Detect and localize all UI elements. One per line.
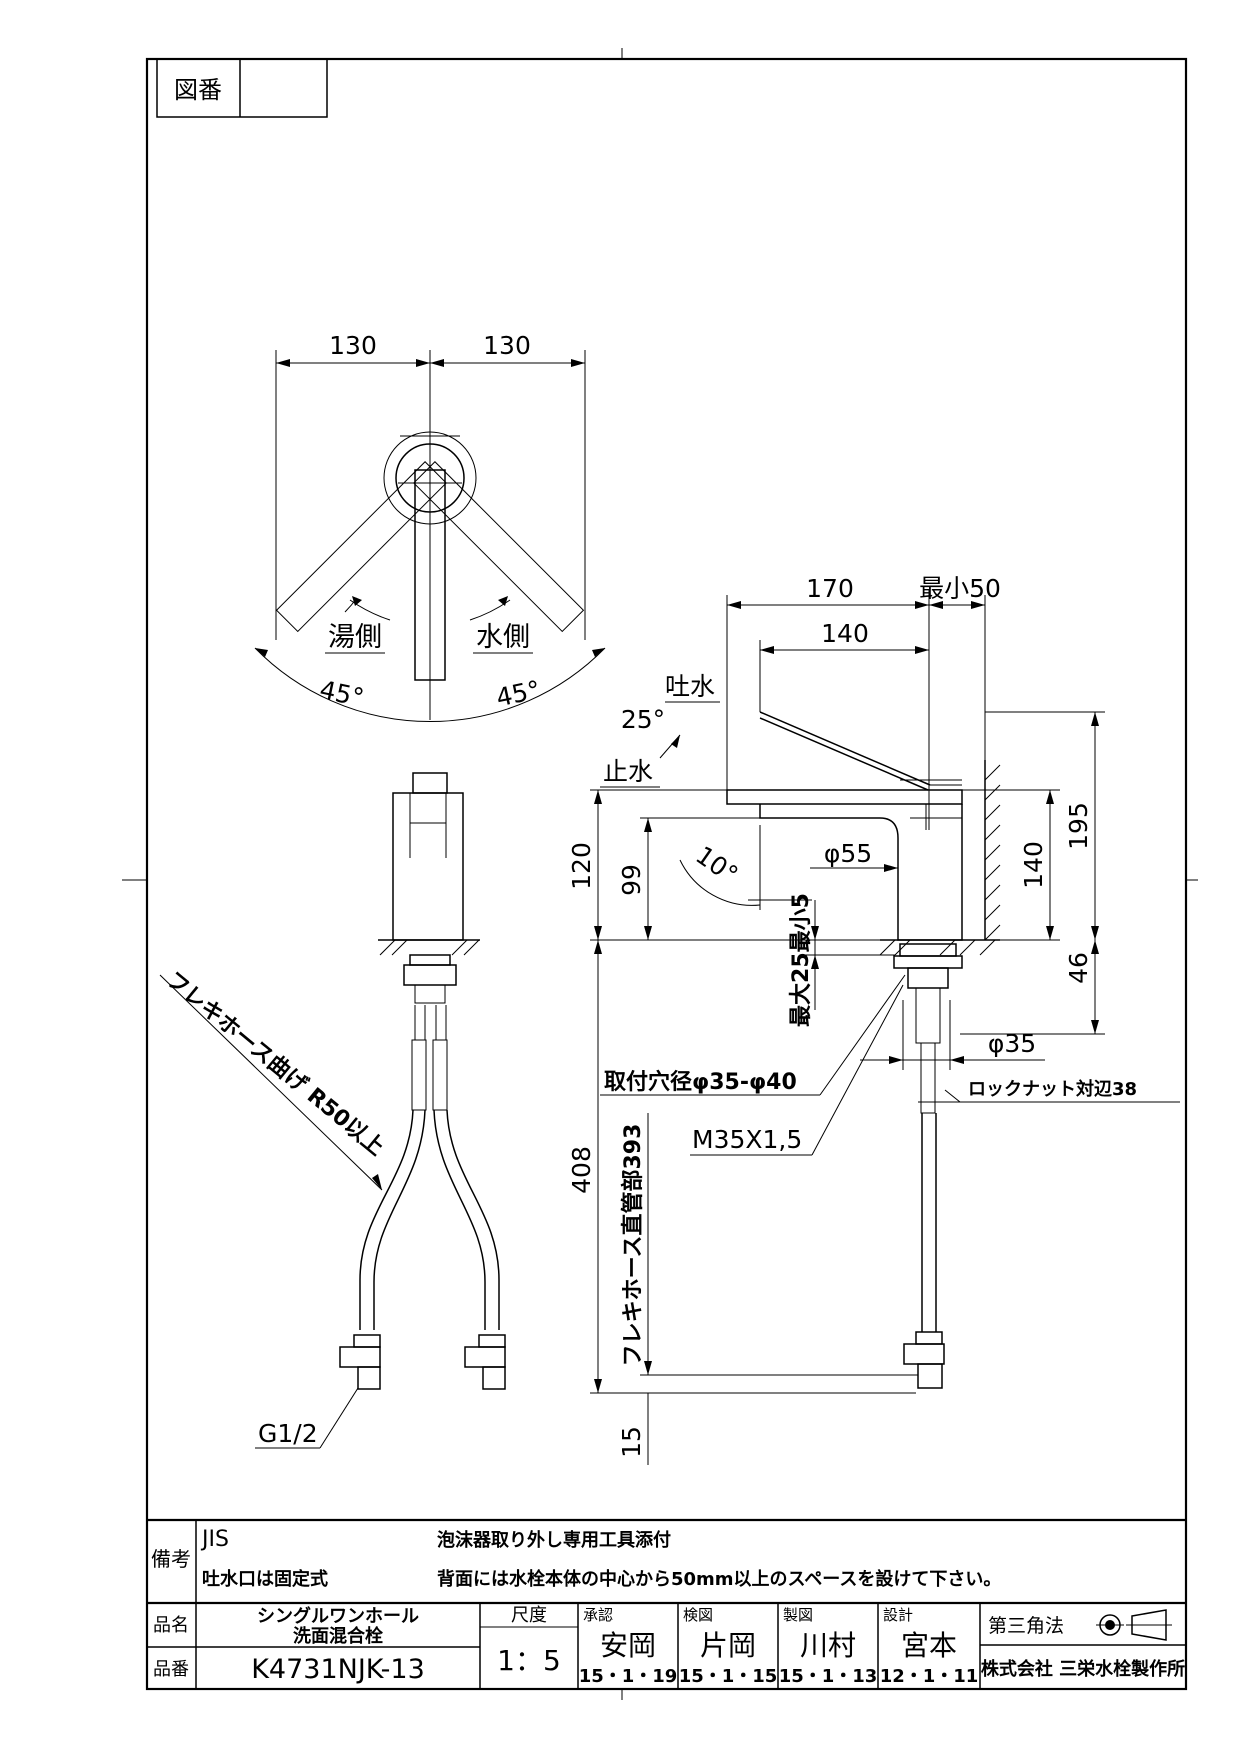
title-block: 品名 シングルワンホール 洗面混合栓 品番 K4731NJK-13 尺度 1：5… bbox=[147, 1601, 1186, 1689]
side-lever bbox=[759, 711, 931, 786]
drafter-name: 川村 bbox=[800, 1629, 856, 1662]
name-label: 品名 bbox=[153, 1615, 189, 1636]
part-number: K4731NJK-13 bbox=[251, 1654, 425, 1685]
front-view: フレキホース曲げ R50以上 G1/2 bbox=[159, 772, 506, 1449]
cold-side-label: 水側 bbox=[476, 622, 530, 653]
angle-right-label: 45° bbox=[494, 675, 543, 713]
design-label: 設計 bbox=[883, 1606, 913, 1624]
design-date: 12・1・11 bbox=[880, 1666, 979, 1687]
top-dim-right: 130 bbox=[483, 331, 531, 360]
locknut-label: ロックナット対辺38 bbox=[968, 1078, 1137, 1100]
valve-body-circle bbox=[395, 443, 465, 513]
dim-120: 120 bbox=[567, 842, 596, 890]
lever-center bbox=[414, 469, 446, 681]
inlet-thread-label: G1/2 bbox=[258, 1419, 318, 1448]
side-view: 170 最小50 140 吐水 25° 止水 10° φ55 120 bbox=[567, 574, 1180, 1465]
product-name-line1: シングルワンホール bbox=[257, 1605, 419, 1627]
mount-hole-label: 取付穴径φ35-φ40 bbox=[604, 1069, 797, 1095]
part-label: 品番 bbox=[153, 1659, 189, 1680]
angle-25-label: 25° bbox=[621, 705, 665, 734]
note-tool: 泡沫器取り外し専用工具添付 bbox=[437, 1529, 671, 1551]
approval-name: 安岡 bbox=[600, 1629, 656, 1662]
dim-195: 195 bbox=[1064, 802, 1093, 850]
max-counter-label: 最大25最小5 bbox=[789, 893, 814, 1027]
drawing-number-label: 図番 bbox=[174, 76, 222, 104]
notes-block: 備考 JIS 泡沫器取り外し専用工具添付 吐水口は固定式 背面には水栓本体の中心… bbox=[147, 1518, 1186, 1689]
angle-left-label: 45° bbox=[317, 675, 366, 713]
dim-170: 170 bbox=[806, 574, 854, 603]
stop-label: 止水 bbox=[603, 757, 653, 786]
dim-140-top: 140 bbox=[821, 619, 869, 648]
top-view: 130 130 湯側 水側 45° 45° bbox=[254, 331, 606, 723]
dim-408: 408 bbox=[567, 1146, 596, 1194]
note-jis: JIS bbox=[200, 1527, 229, 1552]
top-dim-left: 130 bbox=[329, 331, 377, 360]
dim-99: 99 bbox=[617, 864, 646, 896]
approval-date: 15・1・19 bbox=[579, 1666, 678, 1687]
dia-35-label: φ35 bbox=[988, 1029, 1036, 1058]
third-angle-symbol-icon bbox=[1096, 1609, 1172, 1641]
scale-value: 1：5 bbox=[497, 1644, 561, 1677]
scale-label: 尺度 bbox=[511, 1605, 547, 1626]
company-name: 株式会社 三栄水栓製作所 bbox=[981, 1658, 1185, 1680]
check-name: 片岡 bbox=[700, 1629, 756, 1662]
front-body bbox=[392, 792, 464, 941]
check-label: 検図 bbox=[683, 1606, 713, 1624]
drafter-label: 製図 bbox=[783, 1606, 813, 1624]
side-body bbox=[759, 804, 963, 941]
dim-15: 15 bbox=[617, 1426, 646, 1458]
dim-140-right: 140 bbox=[1019, 841, 1048, 889]
hose-right bbox=[433, 1109, 486, 1330]
approval-label: 承認 bbox=[583, 1606, 613, 1624]
dim-min50: 最小50 bbox=[919, 574, 1001, 603]
dim-46: 46 bbox=[1064, 952, 1093, 984]
side-spout bbox=[726, 789, 963, 805]
check-date: 15・1・15 bbox=[679, 1666, 778, 1687]
dia-55-label: φ55 bbox=[824, 839, 872, 868]
hose-left bbox=[359, 1109, 414, 1330]
note-spout: 吐水口は固定式 bbox=[202, 1568, 328, 1590]
thread-label: M35X1,5 bbox=[692, 1125, 802, 1154]
note-space: 背面には水栓本体の中心から50mm以上のスペースを設けて下さい。 bbox=[437, 1568, 1001, 1590]
design-name: 宮本 bbox=[901, 1629, 957, 1662]
product-name-line2: 洗面混合栓 bbox=[293, 1625, 383, 1647]
front-cap bbox=[412, 772, 448, 794]
projection-label: 第三角法 bbox=[988, 1615, 1064, 1637]
spout-label: 吐水 bbox=[665, 672, 715, 701]
flex-straight-label: フレキホース直管部393 bbox=[620, 1124, 646, 1367]
angle-10-label: 10° bbox=[690, 840, 743, 889]
drawing-frame bbox=[145, 57, 1188, 1691]
notes-label: 備考 bbox=[151, 1547, 191, 1571]
flex-bend-label: フレキホース曲げ R50以上 bbox=[161, 967, 388, 1161]
drawing-number-box: 図番 bbox=[156, 58, 328, 118]
drafter-date: 15・1・13 bbox=[779, 1666, 878, 1687]
hot-side-label: 湯側 bbox=[328, 622, 382, 653]
